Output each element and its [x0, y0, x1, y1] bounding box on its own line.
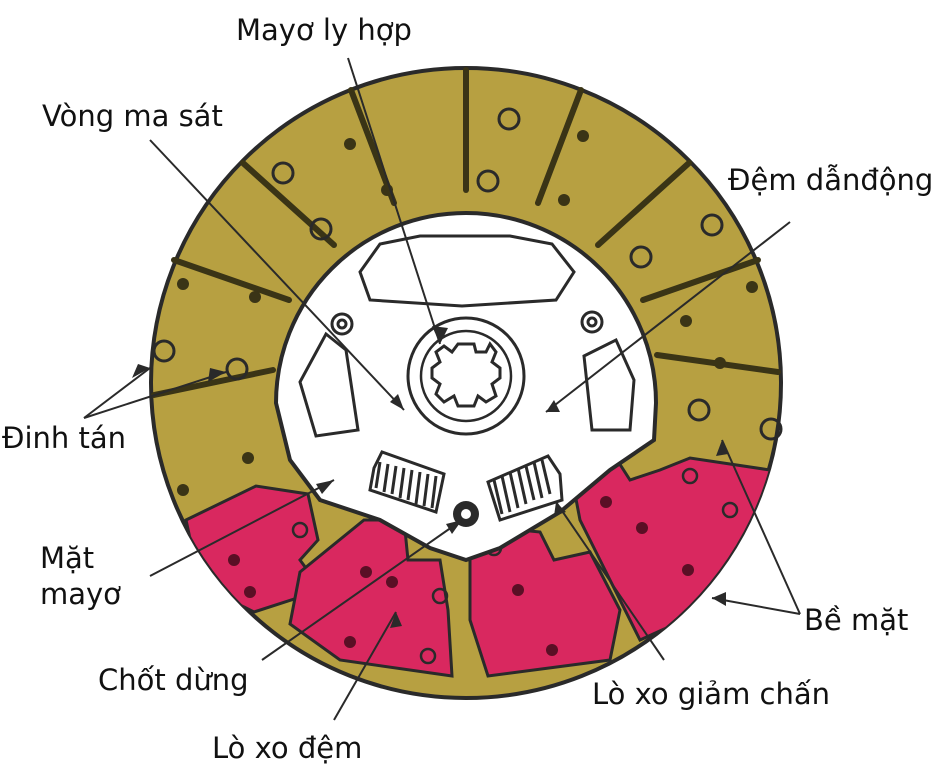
label-hub-face-line2: mayơ: [40, 577, 121, 611]
label-drive-plate: Đệm dẫnđộng: [728, 163, 933, 197]
label-hub-face-line1: Mặt: [40, 541, 94, 575]
damper-spring-left: [368, 450, 446, 514]
label-clutch-hub: Mayơ ly hợp: [236, 13, 412, 47]
damper-spring-right: [486, 454, 564, 522]
label-surface: Bề mặt: [804, 603, 908, 637]
leader-lines: [83, 57, 801, 721]
facing-dots: [177, 130, 758, 496]
hub-spline: [430, 341, 502, 408]
label-rivet: Đinh tán: [2, 421, 126, 455]
cushion-dots: [228, 496, 694, 656]
label-damper-spring: Lò xo giảm chấn: [592, 677, 830, 711]
label-stop-pin: Chốt dừng: [98, 663, 249, 697]
stop-pin-center: [461, 509, 471, 519]
facing-rivets: [152, 107, 783, 441]
plate-rivets: [330, 310, 604, 336]
plate-windows: [298, 234, 636, 438]
cushion-holes: [291, 467, 739, 665]
arrowheads: [132, 326, 728, 628]
label-cushion-spring: Lò xo đệm: [212, 731, 362, 765]
label-friction-ring: Vòng ma sát: [42, 99, 223, 133]
facing-grooves: [151, 67, 781, 398]
